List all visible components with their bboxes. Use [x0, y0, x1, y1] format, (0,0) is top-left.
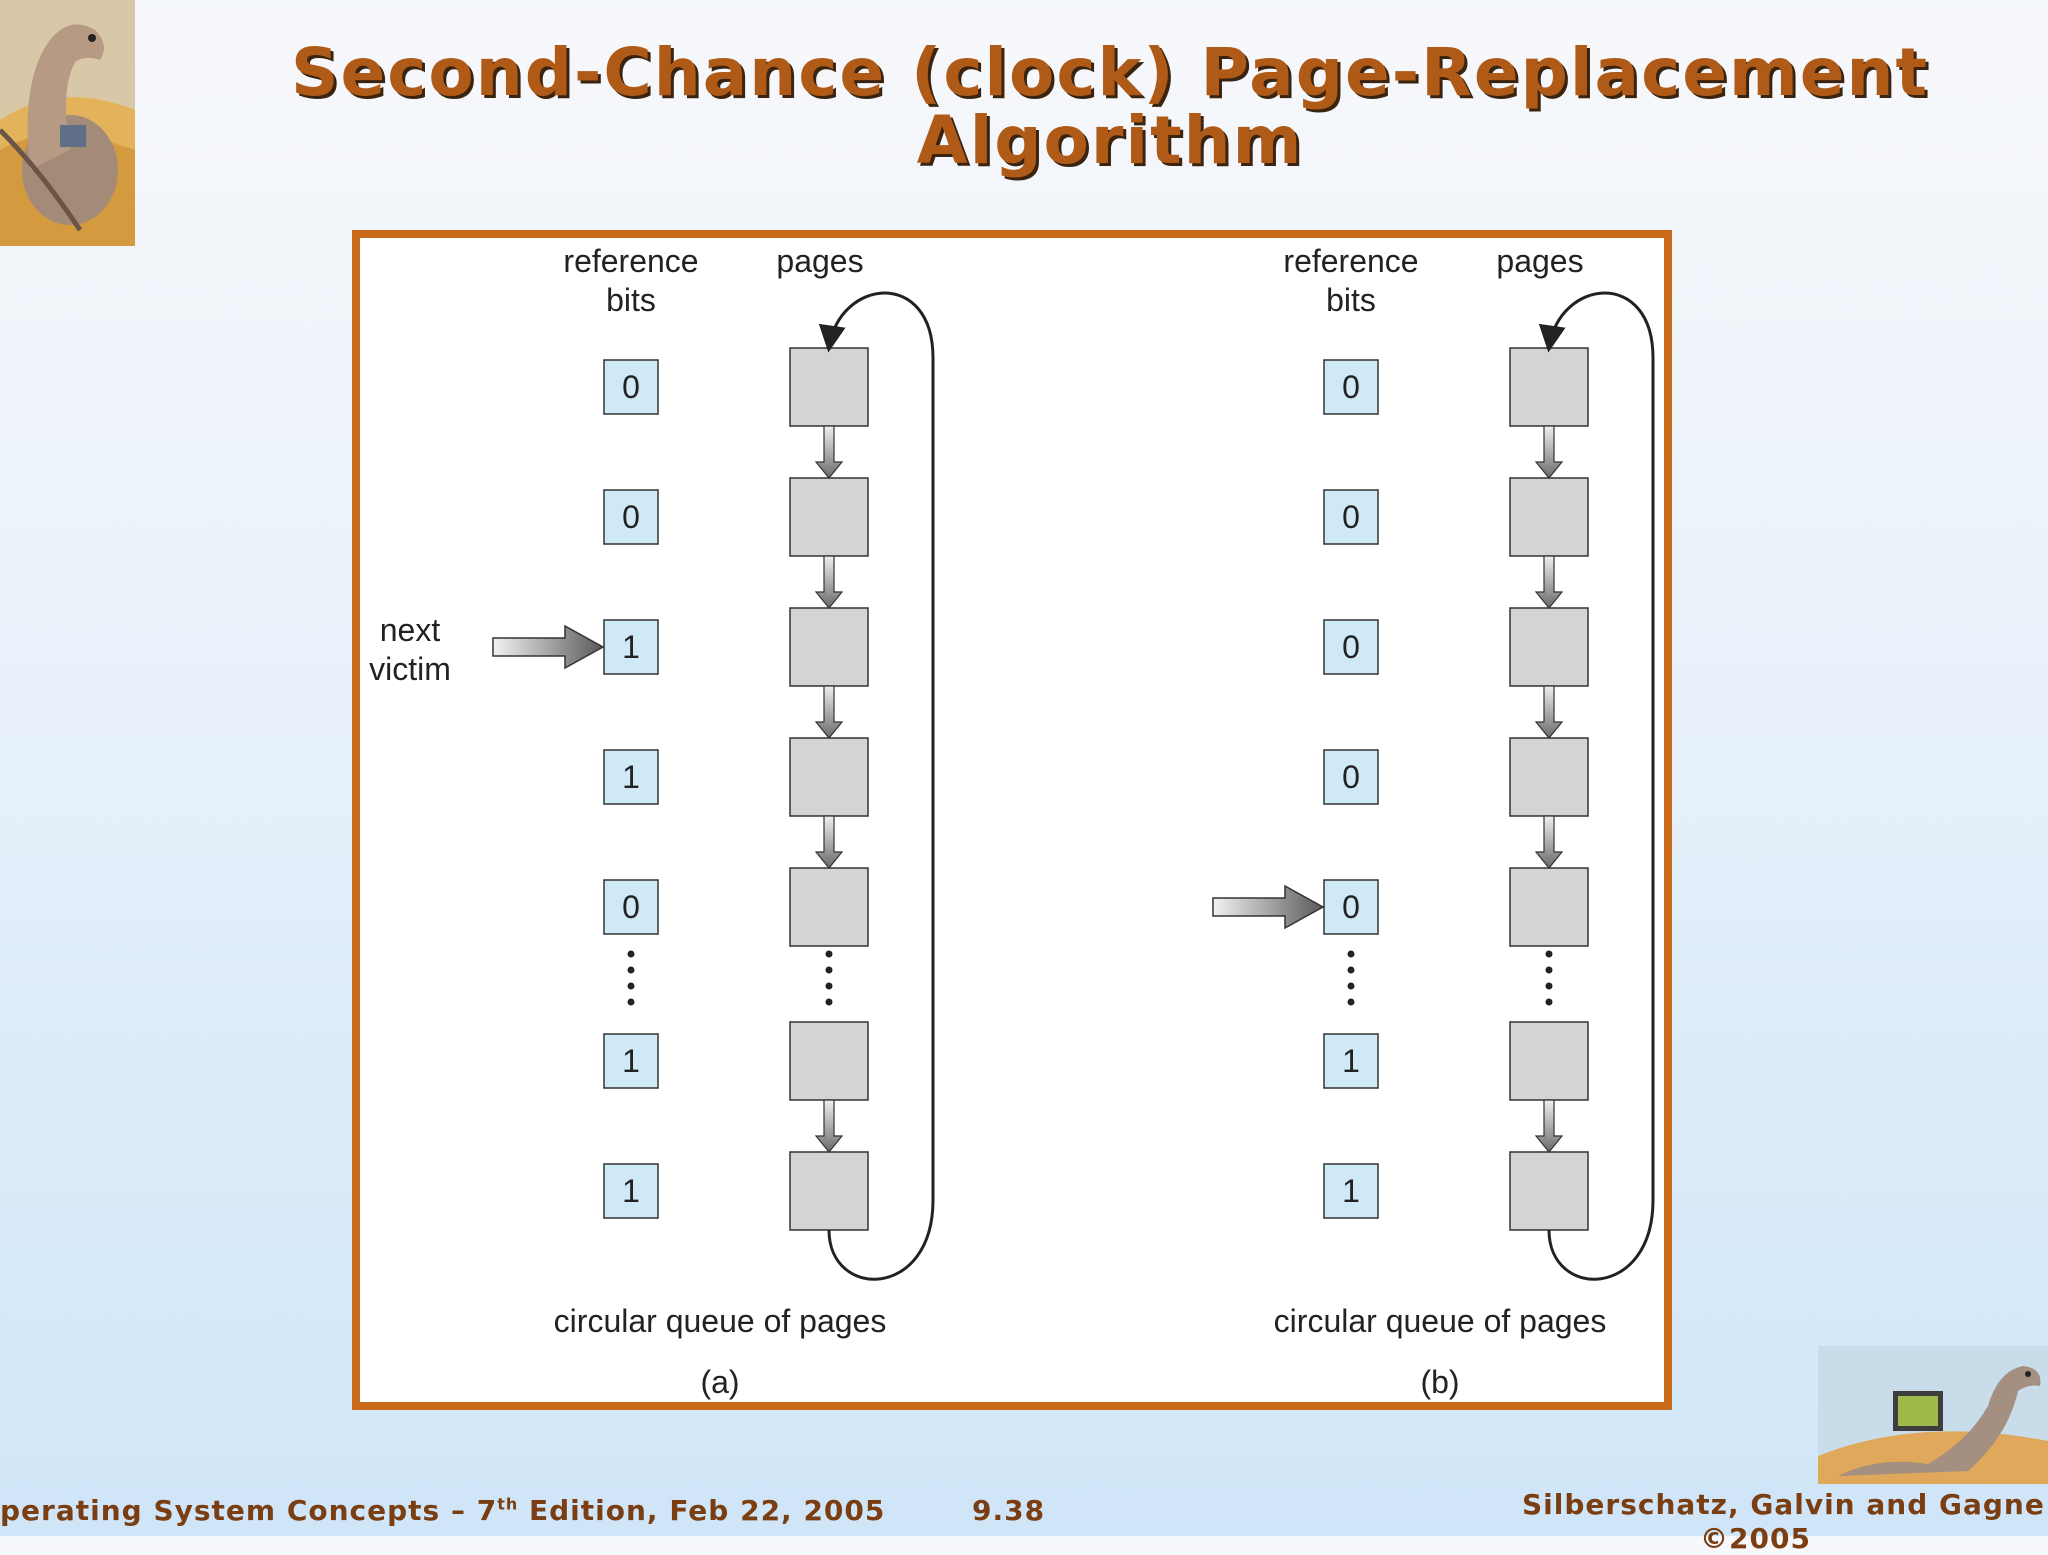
reference-bit-value: 1	[622, 759, 640, 795]
footer-copyright: ©2005	[1700, 1522, 1811, 1555]
page-frame-box	[1509, 477, 1589, 557]
reference-bit-value: 0	[1342, 369, 1360, 405]
ellipsis-dot	[825, 950, 833, 958]
ellipsis-dot	[1347, 966, 1355, 974]
page-frame-box	[789, 737, 869, 817]
next-victim-label: victim	[369, 651, 451, 687]
circular-queue-loop	[818, 291, 935, 1281]
circular-queue-label: circular queue of pages	[1274, 1303, 1607, 1339]
reference-bit-box	[603, 1163, 659, 1219]
reference-bit-box	[1323, 359, 1379, 415]
reference-bit-value: 1	[1342, 1173, 1360, 1209]
next-page-arrow	[1534, 1099, 1564, 1153]
ellipsis-dot	[825, 966, 833, 974]
reference-bit-value: 1	[622, 629, 640, 665]
reference-bit-value: 0	[622, 889, 640, 925]
next-victim-label: next	[380, 612, 441, 648]
reference-bit-box	[603, 489, 659, 545]
reference-bit-box	[1323, 619, 1379, 675]
page-frame-box	[1509, 607, 1589, 687]
reference-bit-value: 0	[622, 369, 640, 405]
ellipsis-dot	[1545, 982, 1553, 990]
ellipsis-dot	[825, 998, 833, 1006]
dinosaur-logo-bottom	[1818, 1346, 2048, 1484]
ellipsis-dot	[1347, 982, 1355, 990]
ellipsis-dot	[1545, 966, 1553, 974]
next-page-arrow	[1534, 425, 1564, 479]
next-page-arrow	[814, 815, 844, 869]
reference-bit-box	[603, 359, 659, 415]
ellipsis-dot	[627, 998, 635, 1006]
page-frame-box	[789, 477, 869, 557]
clock-algorithm-diagram: referencebitspages0011011nextvictimcircu…	[369, 243, 1655, 1400]
pages-header: pages	[1496, 243, 1583, 279]
ellipsis-dot	[1545, 950, 1553, 958]
reference-bit-box	[1323, 749, 1379, 805]
reference-bit-value: 1	[1342, 1043, 1360, 1079]
panel-caption: (a)	[700, 1364, 739, 1400]
reference-bit-box	[603, 879, 659, 935]
circular-queue-loop	[1538, 291, 1655, 1281]
panel-caption: (b)	[1420, 1364, 1459, 1400]
ellipsis-dot	[627, 950, 635, 958]
next-page-arrow	[1534, 555, 1564, 609]
dinosaur-logo-top	[0, 0, 135, 246]
reference-bit-value: 0	[1342, 889, 1360, 925]
footer-page-number: 9.38	[972, 1494, 1046, 1527]
page-frame-box	[1509, 737, 1589, 817]
next-page-arrow	[814, 1099, 844, 1153]
reference-bit-box	[1323, 879, 1379, 935]
ellipsis-dot	[1347, 950, 1355, 958]
pages-header: pages	[776, 243, 863, 279]
reference-bits-header: reference	[563, 243, 698, 279]
page-frame-box	[789, 607, 869, 687]
reference-bit-value: 0	[1342, 629, 1360, 665]
reference-bits-header: bits	[1326, 282, 1376, 318]
reference-bits-header: reference	[1283, 243, 1418, 279]
reference-bit-value: 0	[1342, 759, 1360, 795]
ellipsis-dot	[825, 982, 833, 990]
reference-bit-box	[603, 749, 659, 805]
next-page-arrow	[814, 555, 844, 609]
clock-hand-pointer	[492, 624, 605, 670]
reference-bit-value: 0	[1342, 499, 1360, 535]
slide-title-line-2: Algorithm	[916, 102, 1304, 179]
next-page-arrow	[814, 685, 844, 739]
reference-bit-value: 1	[622, 1173, 640, 1209]
ellipsis-dot	[627, 982, 635, 990]
ellipsis-dot	[1347, 998, 1355, 1006]
page-frame-box	[789, 1021, 869, 1101]
clock-hand-pointer	[1212, 884, 1325, 930]
reference-bit-box	[603, 1033, 659, 1089]
ellipsis-dot	[1545, 998, 1553, 1006]
page-frame-box	[1509, 1151, 1589, 1231]
reference-bit-box	[1323, 1033, 1379, 1089]
next-page-arrow	[814, 425, 844, 479]
next-page-arrow	[1534, 815, 1564, 869]
slide-title-line-1: Second-Chance (clock) Page-Replacement	[290, 34, 1930, 111]
footer-authors: Silberschatz, Galvin and Gagne	[1522, 1488, 2045, 1521]
page-frame-box	[789, 1151, 869, 1231]
reference-bit-value: 0	[622, 499, 640, 535]
page-frame-box	[1509, 867, 1589, 947]
reference-bit-box	[1323, 489, 1379, 545]
reference-bit-value: 1	[622, 1043, 640, 1079]
page-frame-box	[789, 347, 869, 427]
ellipsis-dot	[627, 966, 635, 974]
page-frame-box	[1509, 1021, 1589, 1101]
reference-bits-header: bits	[606, 282, 656, 318]
footer-book-title: perating System Concepts – 7th Edition, …	[0, 1494, 886, 1527]
reference-bit-box	[1323, 1163, 1379, 1219]
next-page-arrow	[1534, 685, 1564, 739]
page-frame-box	[789, 867, 869, 947]
circular-queue-label: circular queue of pages	[554, 1303, 887, 1339]
page-frame-box	[1509, 347, 1589, 427]
